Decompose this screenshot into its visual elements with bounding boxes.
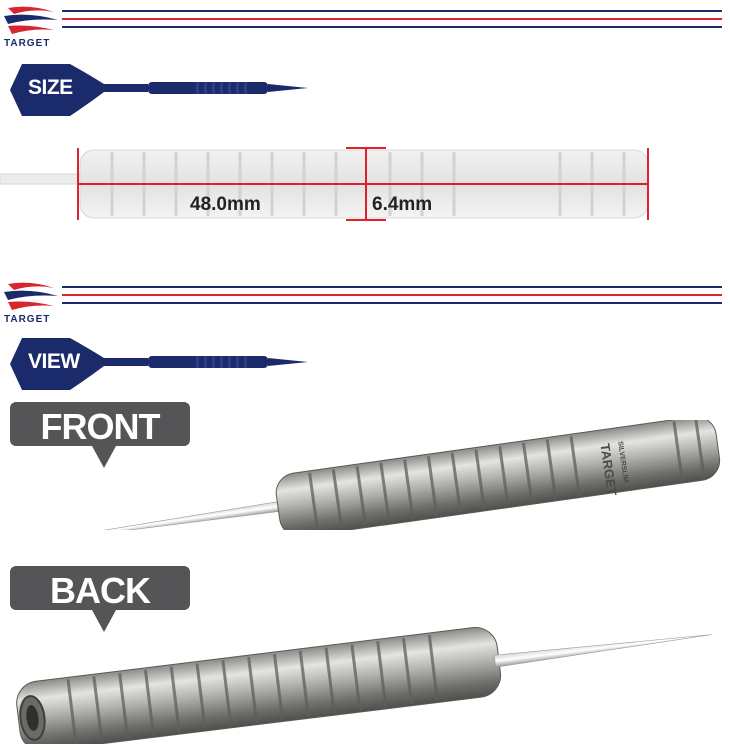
brand-name: TARGET <box>4 38 51 49</box>
view-section-flag: VIEW <box>8 334 308 394</box>
front-label: FRONT <box>40 406 161 447</box>
header-stripes <box>62 286 722 308</box>
size-diagram: 48.0mm 6.4mm <box>0 140 730 230</box>
callout-pointer <box>92 446 116 468</box>
target-logo: TARGET <box>0 2 62 54</box>
view-section-label: VIEW <box>28 350 80 373</box>
dart-flight-icon <box>10 64 308 116</box>
target-logo-icon <box>4 6 58 34</box>
length-label: 48.0mm <box>190 194 261 215</box>
size-section-label: SIZE <box>28 76 73 99</box>
dart-flight-icon <box>10 338 308 390</box>
back-dart-image <box>16 626 712 744</box>
size-section-flag: SIZE <box>8 60 308 120</box>
front-dart-image: TARGET SILVERSLIM <box>26 420 721 530</box>
diameter-label: 6.4mm <box>372 194 433 215</box>
barrel-stamp-brand: TARGET <box>597 442 619 496</box>
back-callout: BACK <box>10 566 190 632</box>
back-label: BACK <box>50 570 151 611</box>
brand-name: TARGET <box>4 314 51 325</box>
header-stripes <box>62 10 722 32</box>
callout-pointer <box>92 610 116 632</box>
target-logo: TARGET <box>0 278 62 330</box>
target-logo-icon <box>4 282 58 310</box>
front-callout: FRONT <box>10 402 190 468</box>
barrel-diagram <box>0 147 649 221</box>
